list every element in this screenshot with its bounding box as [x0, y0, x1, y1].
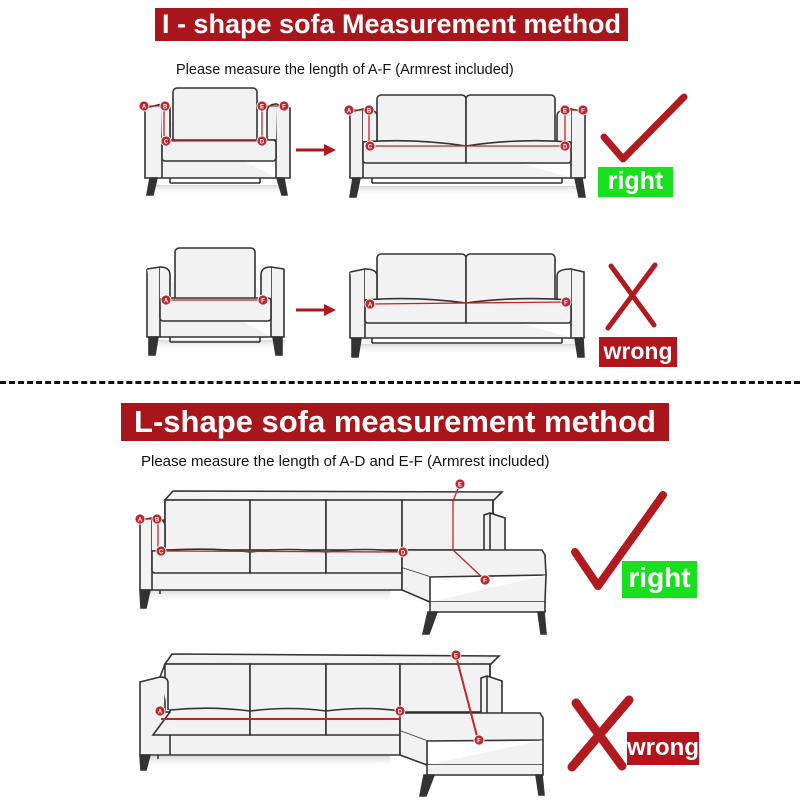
svg-text:F: F — [477, 739, 481, 745]
verdict-right-label: right — [622, 561, 697, 598]
l-sofa-wrong-drawing — [139, 653, 545, 797]
svg-text:B: B — [155, 518, 160, 524]
svg-text:F: F — [581, 109, 585, 115]
x-mark-icon — [605, 262, 658, 331]
svg-text:A: A — [164, 299, 169, 305]
svg-text:A: A — [142, 105, 147, 111]
verdict-wrong-label: wrong — [627, 732, 699, 765]
armchair-correct-markers: A B C D E F — [138, 100, 290, 147]
svg-text:E: E — [563, 109, 567, 115]
svg-text:A: A — [158, 710, 163, 716]
i-shape-title: I - shape sofa Measurement method — [161, 9, 622, 39]
i-shape-title-banner: I - shape sofa Measurement method — [155, 8, 628, 41]
svg-text:E: E — [260, 105, 264, 111]
arrow-right-icon — [296, 304, 336, 316]
svg-text:B: B — [163, 105, 168, 111]
verdict-wrong-label: wrong — [599, 337, 677, 367]
svg-text:F: F — [564, 301, 568, 307]
sofa-wrong-drawing — [349, 253, 585, 358]
l-sofa-correct-drawing — [139, 490, 547, 635]
svg-text:F: F — [282, 105, 286, 111]
checkmark-icon — [571, 491, 667, 590]
svg-text:C: C — [368, 145, 373, 151]
l-shape-title: L-shape sofa measurement method — [134, 404, 656, 439]
svg-text:D: D — [398, 710, 403, 716]
l-sofa-wrong-markers: A D E F — [154, 649, 485, 746]
svg-text:B: B — [367, 109, 372, 115]
svg-text:C: C — [159, 550, 164, 556]
x-mark-icon — [567, 695, 634, 772]
sofa-wrong-measure — [369, 301, 567, 305]
armchair-wrong-drawing — [146, 247, 285, 356]
armchair-wrong-markers: A F — [160, 294, 269, 306]
l-sofa-wrong-measure — [161, 655, 479, 741]
verdict-right-label: right — [598, 167, 673, 197]
sofa-correct-markers: A B C D E F — [343, 104, 589, 152]
svg-text:F: F — [483, 579, 487, 585]
svg-text:D: D — [563, 145, 568, 151]
svg-text:D: D — [260, 140, 265, 146]
sofa-wrong-markers: A F — [364, 296, 572, 310]
checkmark-icon — [600, 93, 688, 163]
l-shape-title-banner: L-shape sofa measurement method — [121, 403, 669, 441]
l-shape-instruction: Please measure the length of A-D and E-F… — [141, 453, 550, 470]
section-divider — [0, 381, 800, 384]
l-sofa-correct-markers: A B C D E F — [134, 478, 491, 586]
svg-text:A: A — [368, 303, 373, 309]
armchair-correct-drawing — [144, 87, 291, 196]
svg-text:A: A — [347, 109, 352, 115]
svg-text:A: A — [138, 518, 143, 524]
svg-text:E: E — [454, 654, 458, 660]
svg-text:F: F — [261, 299, 265, 305]
i-shape-instruction: Please measure the length of A-F (Armres… — [176, 62, 514, 78]
svg-text:D: D — [401, 551, 406, 557]
l-sofa-correct-measure — [140, 483, 486, 581]
svg-text:C: C — [164, 140, 169, 146]
arrow-right-icon — [296, 144, 336, 156]
svg-text:E: E — [458, 483, 462, 489]
